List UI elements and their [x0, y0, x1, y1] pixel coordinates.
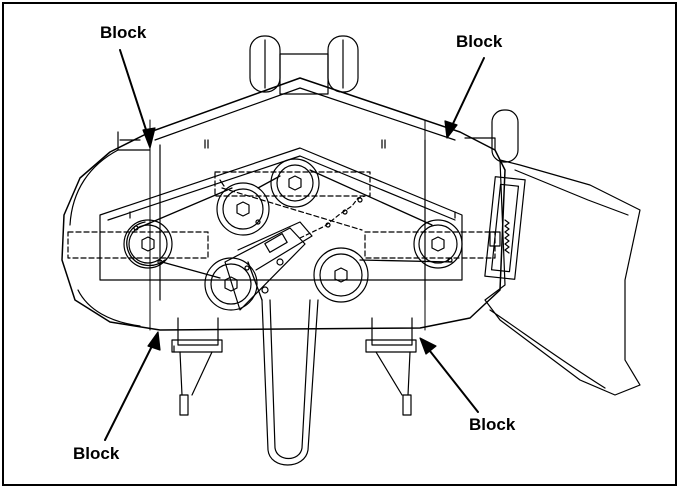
front-bracket-left [172, 318, 222, 415]
discharge-chute [485, 160, 640, 395]
pulley-bottom-right [314, 248, 368, 302]
pulley-bottom-left [205, 258, 257, 310]
block-marker-top-right [425, 58, 484, 330]
pulley-top-right [271, 159, 319, 207]
block-marker-top-left [120, 50, 155, 330]
pulley-left [124, 220, 172, 268]
block-label-bottom-right: Block [469, 415, 515, 435]
pulley-right [414, 220, 462, 268]
block-marker-bottom-left [105, 332, 160, 440]
pulley-top-center [217, 183, 269, 235]
idler-arm [225, 196, 365, 310]
belt-loop [262, 300, 318, 465]
block-marker-bottom-right [420, 338, 478, 412]
block-label-bottom-left: Block [73, 444, 119, 464]
top-wheels [250, 36, 358, 94]
chute-bracket [485, 177, 525, 280]
side-wheel [492, 110, 518, 162]
block-label-top-right: Block [456, 32, 502, 52]
front-bracket-right [366, 318, 416, 415]
block-label-top-left: Block [100, 23, 146, 43]
